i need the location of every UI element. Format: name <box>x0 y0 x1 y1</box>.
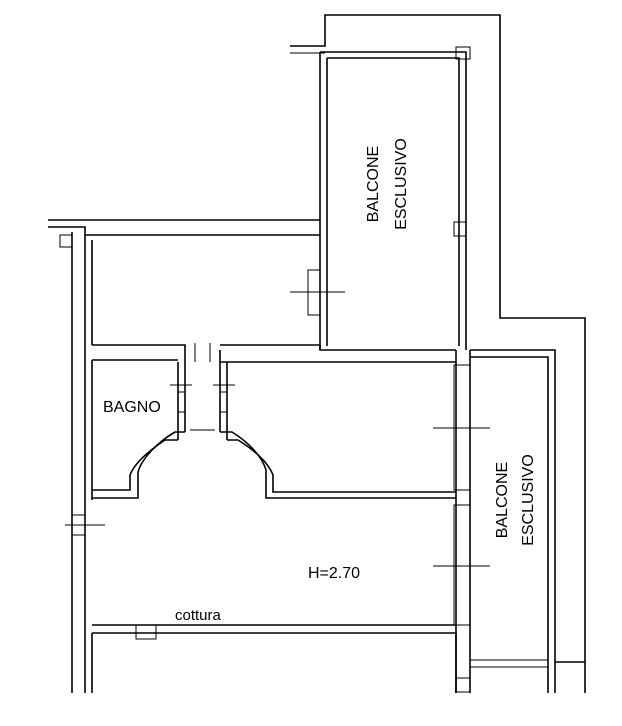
top-balcony-walls <box>290 14 586 693</box>
window-marks <box>65 280 490 567</box>
right-balcony-walls <box>470 349 585 693</box>
room-labels: BALCONE ESCLUSIVO BALCONE ESCLUSIVO BAGN… <box>103 138 537 624</box>
interior-walls <box>91 269 457 693</box>
balcony-right-label-line1: BALCONE <box>494 462 511 538</box>
apartment-walls <box>48 219 471 693</box>
kitchen-label: cottura <box>175 607 222 624</box>
balcony-right-label-line2: ESCLUSIVO <box>520 454 537 546</box>
ceiling-height-label: H=2.70 <box>308 565 360 582</box>
balcony-top-label-line1: BALCONE <box>365 146 382 222</box>
bathroom-label: BAGNO <box>103 399 161 416</box>
balcony-top-label-line2: ESCLUSIVO <box>393 138 410 230</box>
